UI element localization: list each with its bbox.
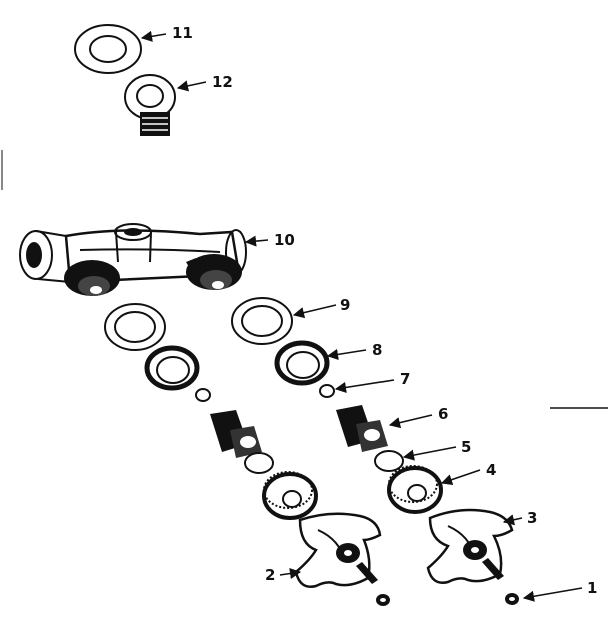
leader-2 — [279, 567, 302, 580]
callout-2: 2 — [265, 566, 275, 584]
leader-6 — [388, 414, 433, 429]
leader-10 — [244, 235, 269, 247]
part-11-washer — [74, 24, 142, 74]
left-small-ring — [195, 388, 211, 402]
left-ring-large — [104, 303, 166, 351]
part-6-cartridge — [336, 405, 388, 452]
part-12-shower-connector — [124, 74, 176, 136]
callout-6: 6 — [438, 405, 448, 423]
left-handle-screw — [376, 594, 390, 606]
leader-12 — [176, 80, 207, 92]
part-10-valve-body — [19, 223, 247, 296]
callout-4: 4 — [486, 461, 496, 479]
leader-3 — [502, 514, 523, 526]
part-3-right-handle — [426, 508, 514, 584]
leader-1 — [522, 587, 583, 602]
leader-8 — [326, 348, 367, 360]
callout-5: 5 — [461, 438, 471, 456]
leader-9 — [292, 304, 337, 319]
left-escutcheon — [262, 471, 318, 520]
leader-4 — [440, 469, 481, 486]
left-o-ring — [244, 452, 274, 474]
part-5-o-ring — [374, 450, 404, 472]
callout-1: 1 — [587, 579, 597, 597]
left-cartridge — [210, 410, 262, 458]
leader-7 — [334, 379, 395, 393]
right-valve-stack — [231, 297, 443, 514]
callout-8: 8 — [372, 341, 382, 359]
part-2-left-handle — [294, 512, 382, 588]
leader-5 — [402, 446, 457, 461]
callout-9: 9 — [340, 296, 350, 314]
callout-10: 10 — [274, 231, 295, 249]
part-4-escutcheon — [387, 465, 443, 514]
part-7-small-ring — [319, 384, 335, 398]
callout-3: 3 — [527, 509, 537, 527]
callout-11: 11 — [172, 24, 193, 42]
part-9-washer — [231, 297, 293, 345]
callout-12: 12 — [212, 73, 233, 91]
leader-11 — [140, 30, 167, 42]
part-1-screw — [505, 593, 519, 605]
left-valve-stack — [104, 303, 318, 520]
callout-7: 7 — [400, 370, 410, 388]
